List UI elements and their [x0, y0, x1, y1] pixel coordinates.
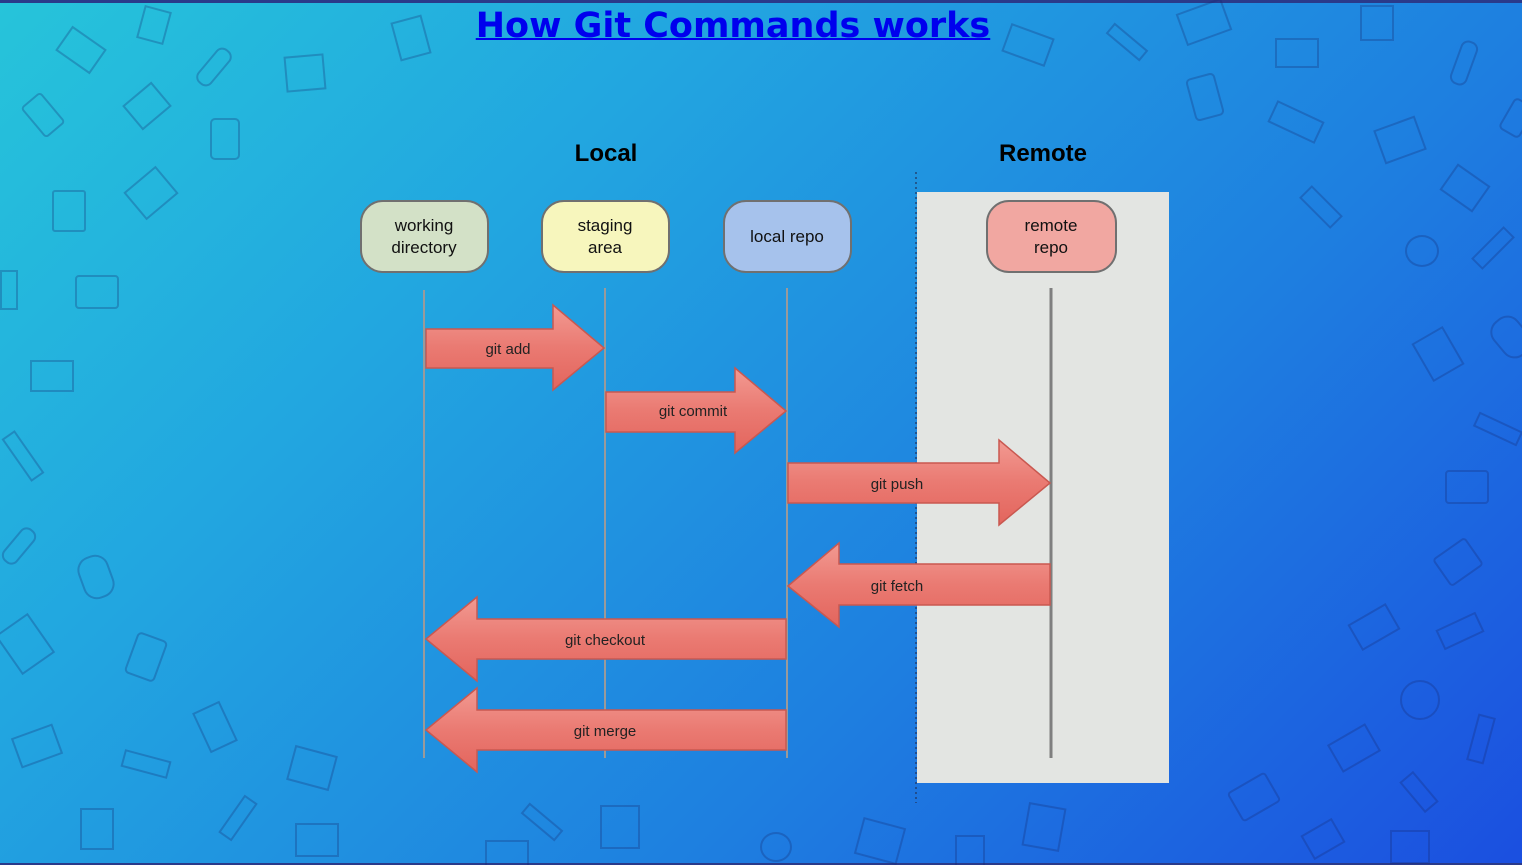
- tablet-doodle-icon: [75, 275, 119, 309]
- arrow-git-fetch-label: git fetch: [871, 578, 924, 595]
- node-remote-repo-shape: [986, 200, 1117, 273]
- notebook-doodle-icon: [1360, 5, 1394, 41]
- node-staging-area-label-1: staging: [578, 216, 633, 235]
- arrow-git-merge: git merge: [424, 686, 787, 774]
- arrow-git-commit-label: git commit: [659, 403, 728, 420]
- arrow-git-add: git add: [425, 303, 606, 392]
- node-staging-area-label-2: area: [588, 238, 623, 257]
- arrow-git-fetch: git fetch: [786, 541, 1051, 629]
- node-local-repo-label: local repo: [750, 227, 824, 246]
- arrow-git-checkout-label: git checkout: [565, 632, 646, 649]
- node-staging-area: staging area: [541, 200, 670, 273]
- arrow-git-commit-shape: [605, 366, 788, 455]
- note-doodle-icon: [30, 360, 74, 392]
- arrow-git-add-shape: [425, 303, 606, 392]
- node-working-directory-label-1: working: [394, 216, 454, 235]
- wallet-doodle-icon: [295, 823, 339, 857]
- section-local-label: Local: [575, 140, 638, 167]
- scissors-doodle-icon: [760, 832, 792, 862]
- node-working-directory-shape: [360, 200, 489, 273]
- node-working-directory-label-2: directory: [391, 238, 457, 257]
- arrow-git-checkout: git checkout: [424, 595, 787, 683]
- arrow-git-commit: git commit: [605, 366, 788, 455]
- arrow-git-merge-shape: [424, 686, 787, 774]
- tablet-doodle-icon: [1445, 470, 1489, 504]
- slide-top-border: [0, 0, 1522, 3]
- scissors-doodle-icon: [1405, 235, 1439, 267]
- node-working-directory: working directory: [360, 200, 489, 273]
- section-remote-label: Remote: [999, 140, 1087, 167]
- document-doodle-icon: [600, 805, 640, 849]
- arrow-git-merge-label: git merge: [574, 723, 637, 740]
- card-doodle-icon: [0, 270, 18, 310]
- envelope-doodle-icon: [1275, 38, 1319, 68]
- cookie-doodle-icon: [1400, 680, 1440, 720]
- folder-doodle-icon: [1390, 830, 1430, 864]
- arrow-git-add-label: git add: [485, 341, 530, 358]
- node-local-repo-shape: [723, 200, 852, 273]
- mobile-doodle-icon: [210, 118, 240, 160]
- image-doodle-icon: [485, 840, 529, 865]
- arrow-git-push-label: git push: [871, 476, 924, 493]
- node-local-repo: local repo: [723, 200, 852, 273]
- notebook-doodle-icon: [52, 190, 86, 232]
- mobile-doodle-icon: [955, 835, 985, 865]
- slide-bottom-border: [0, 863, 1522, 865]
- arrow-git-checkout-shape: [424, 595, 787, 683]
- arrow-git-push-shape: [787, 438, 1052, 527]
- node-remote-repo-label-2: repo: [1034, 238, 1068, 257]
- node-remote-repo: remote repo: [986, 200, 1117, 273]
- page-title[interactable]: How Git Commands works: [475, 6, 991, 46]
- arrow-git-fetch-shape: [786, 541, 1051, 629]
- node-staging-area-shape: [541, 200, 670, 273]
- arrow-git-push: git push: [787, 438, 1052, 527]
- node-remote-repo-label-1: remote: [1025, 216, 1078, 235]
- notebook-doodle-icon: [80, 808, 114, 850]
